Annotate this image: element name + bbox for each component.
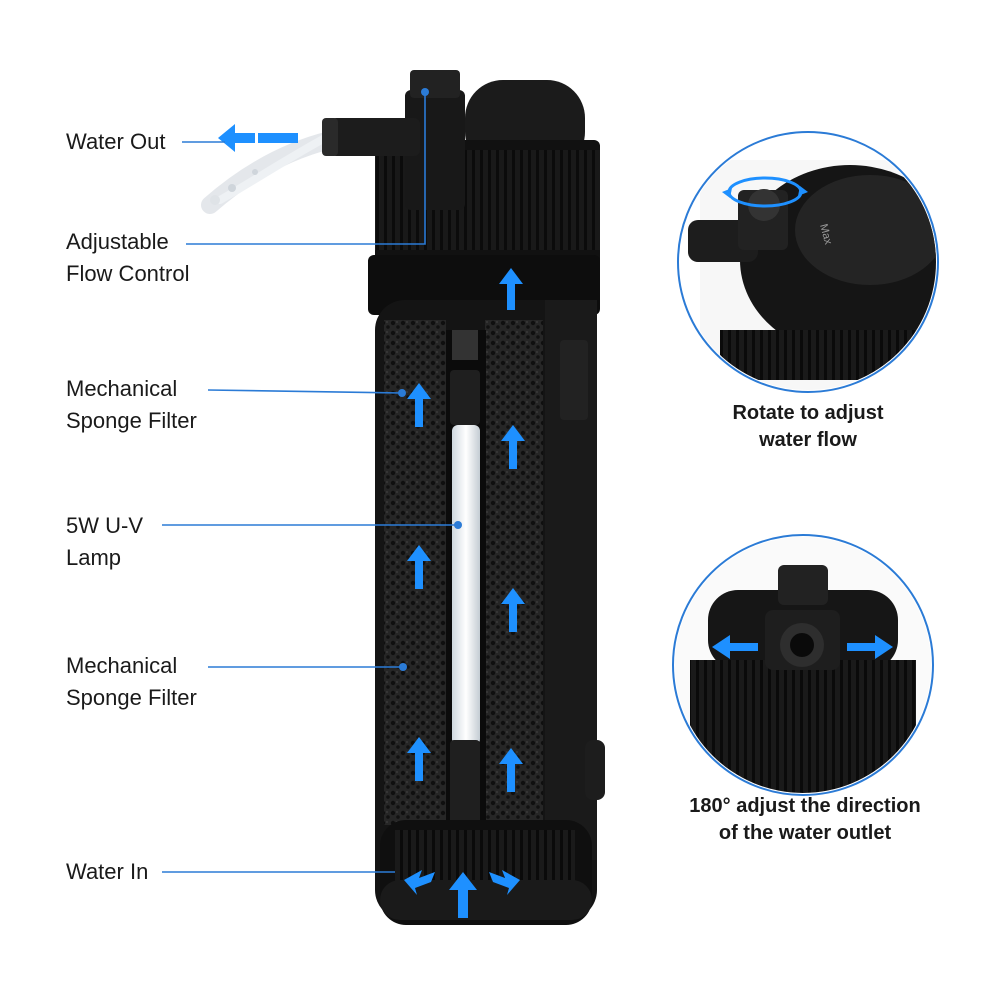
label-sponge-top: Mechanical Sponge Filter <box>66 376 197 433</box>
caption-direction: 180° adjust the direction of the water o… <box>689 795 921 844</box>
label-uv-lamp: 5W U-V Lamp <box>66 513 143 570</box>
arrow-right-icon <box>847 635 893 659</box>
caption-rotate: Rotate to adjust water flow <box>732 402 884 451</box>
inset-top: Max <box>677 131 939 393</box>
arrow-up-icon <box>501 588 525 632</box>
leader-lines <box>162 92 457 873</box>
label-water-in: Water In <box>66 859 149 884</box>
arrow-diagonal-icon <box>404 870 435 895</box>
uv-lamp <box>446 330 486 830</box>
arrow-up-icon <box>501 425 525 469</box>
arrow-up-icon <box>499 268 523 310</box>
intake-base <box>380 820 592 925</box>
inset-bottom <box>672 534 934 796</box>
arrow-out-icon <box>218 124 298 152</box>
sponge-filter-right <box>485 320 543 825</box>
arrow-left-icon <box>712 635 758 659</box>
pump-head <box>322 70 600 270</box>
arrow-up-icon <box>407 545 431 589</box>
arrow-up-icon <box>407 737 431 781</box>
label-water-out: Water Out <box>66 129 166 154</box>
water-spray <box>201 131 339 214</box>
leader-dots <box>398 88 462 671</box>
arrow-up-icon <box>449 872 477 918</box>
arrow-up-icon <box>407 383 431 427</box>
label-flow-control: Adjustable Flow Control <box>66 229 190 286</box>
label-sponge-bottom: Mechanical Sponge Filter <box>66 653 197 710</box>
flow-arrows <box>218 124 525 918</box>
arrow-diagonal-icon <box>489 870 520 895</box>
arrow-up-icon <box>499 748 523 792</box>
cap-max-label: Max <box>817 223 834 247</box>
